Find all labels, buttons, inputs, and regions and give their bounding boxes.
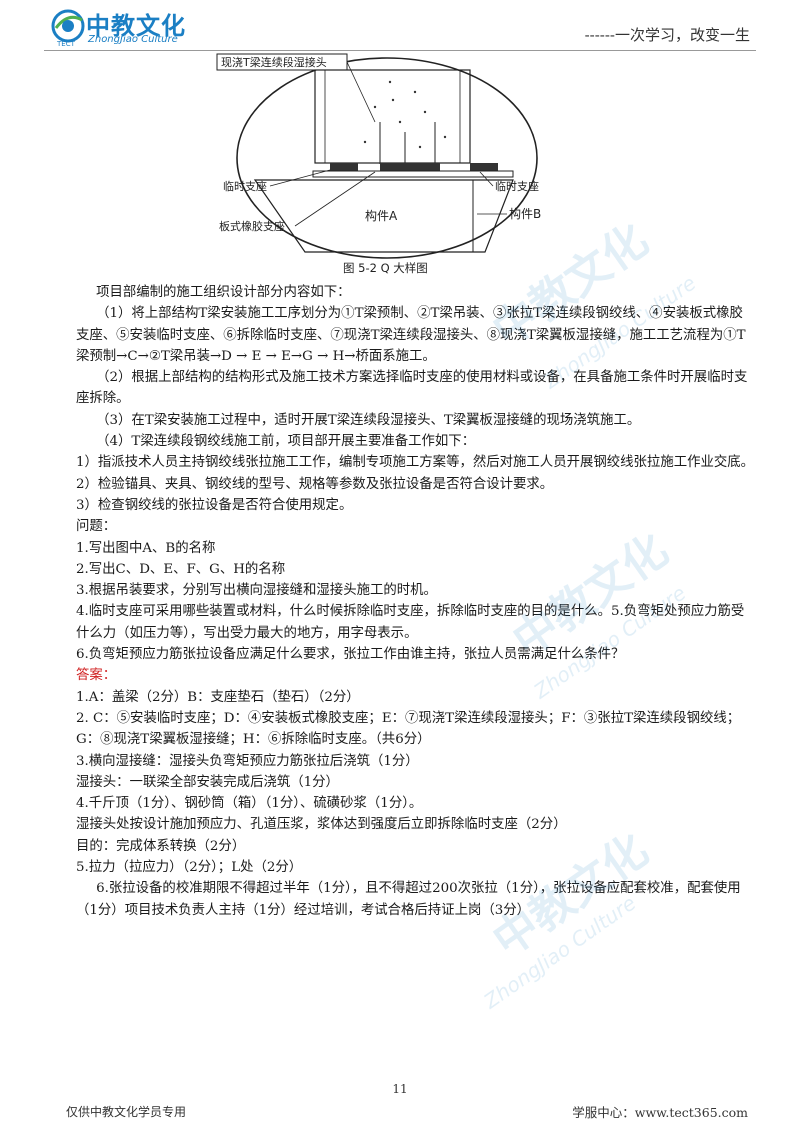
footer-left-text: 仅供中教文化学员专用 (66, 1105, 187, 1119)
body-paragraph: 3）检查钢绞线的张拉设备是否符合使用规定。 (76, 497, 353, 513)
answer-paragraph: 5.拉力（拉应力）（2分）；L处（2分） (76, 860, 303, 876)
body-paragraph: （4）T梁连续段钢绞线施工前，项目部开展主要准备工作如下： (96, 434, 476, 450)
watermark-logo: ZhongJiao Culture (470, 891, 650, 1014)
page-header: 中教文化 ZhongJiao Culture TECT ------一次学习，改… (0, 0, 800, 56)
document-body: 项目部编制的施工组织设计部分内容如下： （1）将上部结构T梁安装施工工序划分为①T… (76, 282, 756, 921)
detail-diagram: 现浇T梁连续段湿接头 临时支座 板式橡胶支座 临时支座 构件A 构件B 图 5-… (216, 53, 541, 275)
diagram-caption: 图 5-2 Q 大样图 (343, 261, 428, 275)
answer-paragraph: 目的：完成体系转换（2分） (76, 838, 246, 854)
diagram-top-label: 现浇T梁连续段湿接头 (221, 55, 327, 69)
body-paragraph: 3.根据吊装要求，分别写出横向湿接缝和湿接头施工的时机。 (76, 583, 437, 599)
answer-paragraph: 2. C：⑤安装临时支座；D：④安装板式橡胶支座；E：⑦现浇T梁连续段湿接头；F… (76, 710, 741, 748)
diagram-part-a: 构件A (365, 208, 398, 223)
body-paragraph: 2）检验锚具、夹具、钢绞线的型号、规格等参数及张拉设备是否符合设计要求。 (76, 476, 554, 492)
diagram-left-label-2: 板式橡胶支座 (219, 219, 285, 233)
body-paragraph: 1）指派技术人员主持钢绞线张拉施工工作，编制专项施工方案等，然后对施工人员开展钢… (76, 455, 755, 471)
page-number: 11 (392, 1082, 408, 1096)
answer-paragraph: 湿接头处按设计施加预应力、孔道压浆，浆体达到强度后立即拆除临时支座（2分） (76, 817, 567, 833)
diagram-left-label-1: 临时支座 (223, 179, 267, 193)
body-paragraph: （3）在T梁安装施工过程中，适时开展T梁连续段湿接头、T梁翼板湿接缝的现场浇筑施… (96, 412, 641, 428)
answer-paragraph: 3.横向湿接缝：湿接头负弯矩预应力筋张拉后浇筑（1分） (76, 753, 419, 769)
body-paragraph: （2）根据上部结构的结构形式及施工技术方案选择临时支座的使用材料或设备，在具备施… (76, 370, 748, 407)
body-paragraph: （1）将上部结构T梁安装施工工序划分为①T梁预制、②T梁吊装、③张拉T梁连续段钢… (76, 306, 746, 364)
header-slogan: ------一次学习，改变一生 (584, 26, 750, 44)
logo-icon (51, 9, 85, 43)
answer-label: 答案： (76, 668, 117, 684)
footer-right-text: 学服中心：www.tect365.com (572, 1105, 748, 1120)
body-paragraph: 4.临时支座可采用哪些装置或材料，什么时候拆除临时支座，拆除临时支座的目的是什么… (76, 604, 745, 641)
body-paragraph: 6.负弯矩预应力筋张拉设备应满足什么要求，张拉工作由谁主持，张拉人员需满足什么条… (76, 647, 625, 663)
body-paragraph: 问题： (76, 519, 117, 535)
logo-sub-text: ZhongJiao Culture (88, 34, 178, 45)
diagram-right-label: 临时支座 (495, 179, 539, 193)
header-divider (44, 50, 756, 51)
answer-paragraph: 湿接头：一联梁全部安装完成后浇筑（1分） (76, 774, 339, 790)
body-paragraph: 1.写出图中A、B的名称 (76, 540, 216, 556)
body-paragraph: 项目部编制的施工组织设计部分内容如下： (96, 285, 351, 300)
diagram-part-b: 构件B (509, 206, 541, 221)
answer-paragraph: 1.A：盖梁（2分）B：支座垫石（垫石）（2分） (76, 689, 360, 705)
logo-main-text: 中教文化 (86, 12, 186, 40)
body-paragraph: 2.写出C、D、E、F、G、H的名称 (76, 561, 286, 577)
answer-paragraph: 4.千斤顶（1分）、钢砂筒（箱）（1分）、硫磺砂浆（1分）。 (76, 796, 423, 812)
answer-paragraph: 6.张拉设备的校准期限不得超过半年（1分），且不得超过200次张拉（1分），张拉… (76, 881, 741, 918)
logo-small-text: TECT (57, 40, 75, 48)
